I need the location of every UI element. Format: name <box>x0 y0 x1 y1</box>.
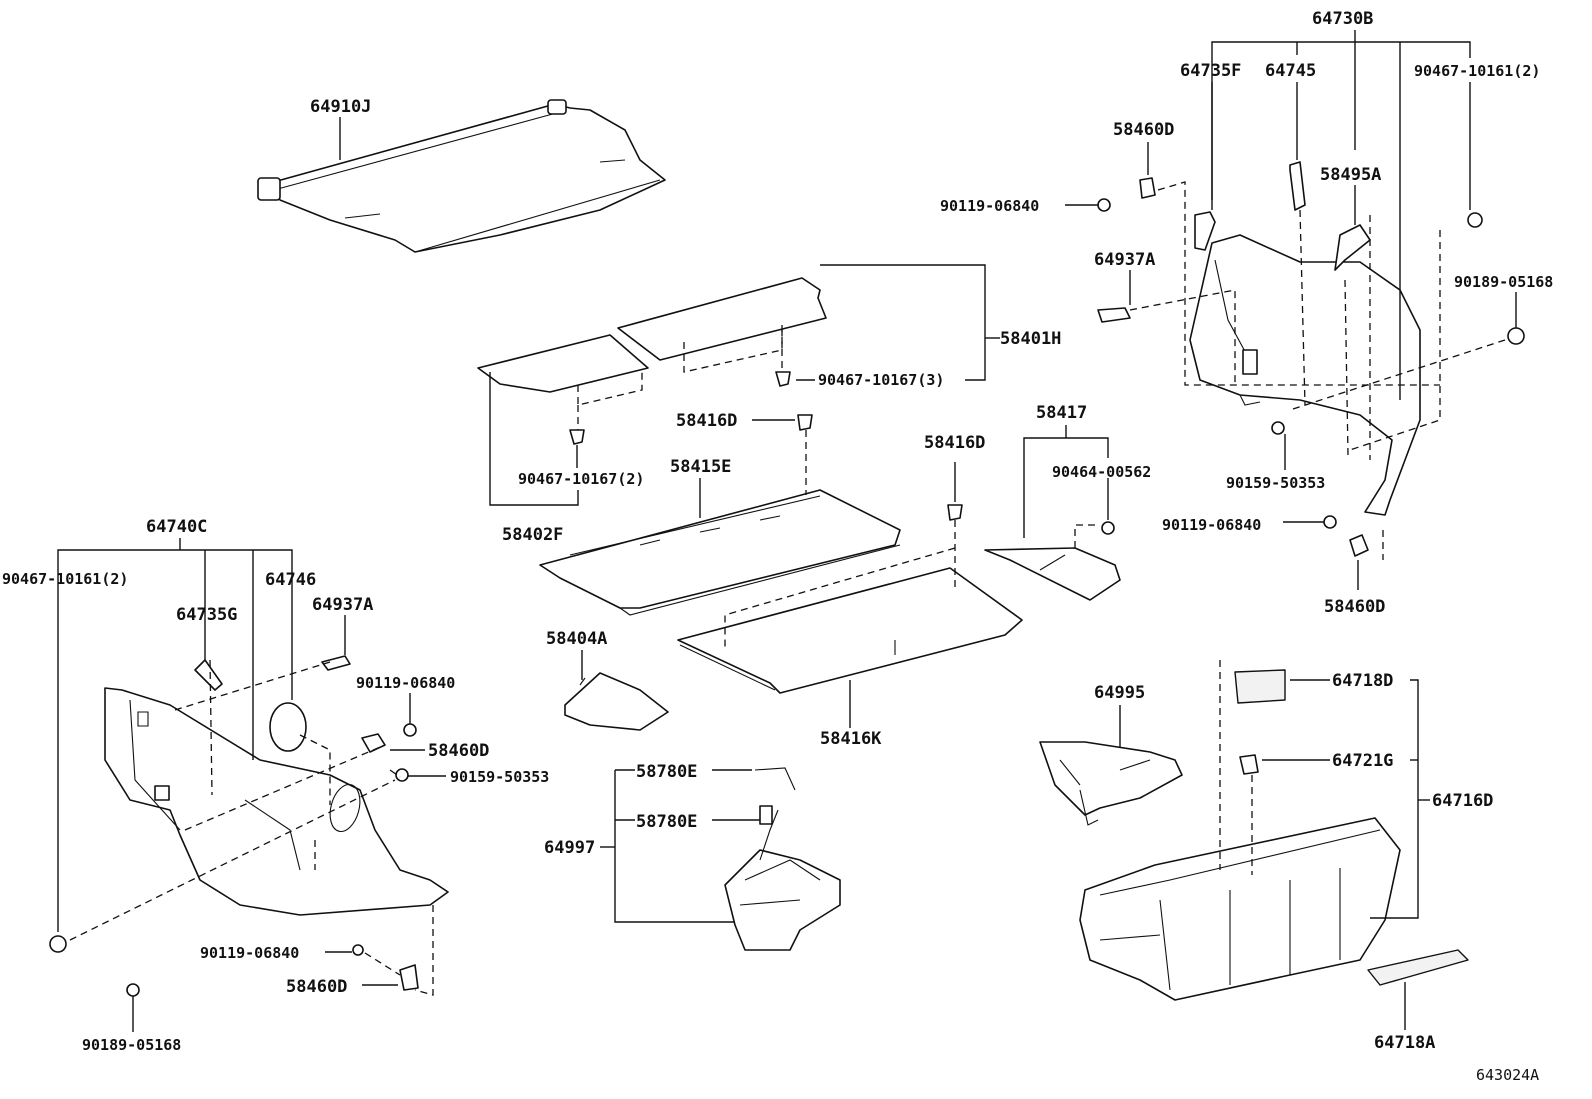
clip-drawing <box>569 371 791 445</box>
label-64718A: 64718A <box>1374 1033 1435 1053</box>
label-64718D: 64718D <box>1332 671 1393 691</box>
label-90119-06840-bottom-left: 90119-06840 <box>200 944 299 962</box>
label-58460D-top: 58460D <box>1113 120 1174 140</box>
tonneau-cover-drawing <box>257 99 666 253</box>
label-64997: 64997 <box>544 838 595 858</box>
label-58402F: 58402F <box>502 525 563 545</box>
bracket-drawing <box>49 655 419 997</box>
label-58780E-upper: 58780E <box>636 762 697 782</box>
label-90189-05168-right: 90189-05168 <box>1454 273 1553 291</box>
label-90467-10161-left: 90467-10161(2) <box>2 570 128 588</box>
label-64721G: 64721G <box>1332 751 1393 771</box>
label-58460D-left: 58460D <box>428 741 489 761</box>
label-90159-50353-right: 90159-50353 <box>1226 474 1325 492</box>
right-quarter-trim-drawing <box>1189 234 1421 516</box>
label-64730B: 64730B <box>1312 9 1373 29</box>
floor-board-drawing <box>677 567 1023 694</box>
label-64937A-right: 64937A <box>1094 250 1155 270</box>
label-90159-50353-left: 90159-50353 <box>450 768 549 786</box>
label-64735G: 64735G <box>176 605 237 625</box>
label-64995: 64995 <box>1094 683 1145 703</box>
clip-drawing <box>947 504 963 521</box>
label-64937A-left: 64937A <box>312 595 373 615</box>
label-58780E-lower: 58780E <box>636 812 697 832</box>
label-64745: 64745 <box>1265 61 1316 81</box>
label-64910J: 64910J <box>310 97 371 117</box>
label-90464-00562: 90464-00562 <box>1052 463 1151 481</box>
label-90119-06840-right: 90119-06840 <box>1162 516 1261 534</box>
label-64735F: 64735F <box>1180 61 1241 81</box>
label-58460D-right: 58460D <box>1324 597 1385 617</box>
label-58460D-bottom-left: 58460D <box>286 977 347 997</box>
trunk-panel-drawing <box>539 489 901 616</box>
label-58401H: 58401H <box>1000 329 1061 349</box>
label-58416K: 58416K <box>820 729 882 749</box>
bracket-drawing <box>1097 161 1525 557</box>
label-90189-05168-left: 90189-05168 <box>82 1036 181 1054</box>
diagram-code: 643024A <box>1476 1066 1539 1084</box>
clip-drawing <box>797 414 813 431</box>
label-90467-10167-3: 90467-10167(3) <box>818 371 944 389</box>
label-64746: 64746 <box>265 570 316 590</box>
label-58404A: 58404A <box>546 629 607 649</box>
label-90119-06840-left: 90119-06840 <box>356 674 455 692</box>
tool-tray-drawing <box>724 767 841 951</box>
luggage-tub-drawing <box>1079 669 1469 1001</box>
trunk-side-panel-drawing <box>984 547 1121 601</box>
label-90467-10167-2: 90467-10167(2) <box>518 470 644 488</box>
label-64740C: 64740C <box>146 517 207 537</box>
side-cover-drawing <box>564 672 669 731</box>
label-58416D-right: 58416D <box>924 433 985 453</box>
label-64716D: 64716D <box>1432 791 1493 811</box>
label-90467-10161-right: 90467-10161(2) <box>1414 62 1540 80</box>
deck-board-drawing <box>477 277 827 393</box>
tool-tray-insert-drawing <box>1039 741 1183 826</box>
label-58417: 58417 <box>1036 403 1087 423</box>
label-58415E: 58415E <box>670 457 731 477</box>
label-58495A: 58495A <box>1320 165 1381 185</box>
label-90119-06840-top: 90119-06840 <box>940 197 1039 215</box>
label-58416D-center: 58416D <box>676 411 737 431</box>
clip-drawing <box>1101 521 1115 535</box>
left-quarter-trim-drawing <box>104 687 449 916</box>
